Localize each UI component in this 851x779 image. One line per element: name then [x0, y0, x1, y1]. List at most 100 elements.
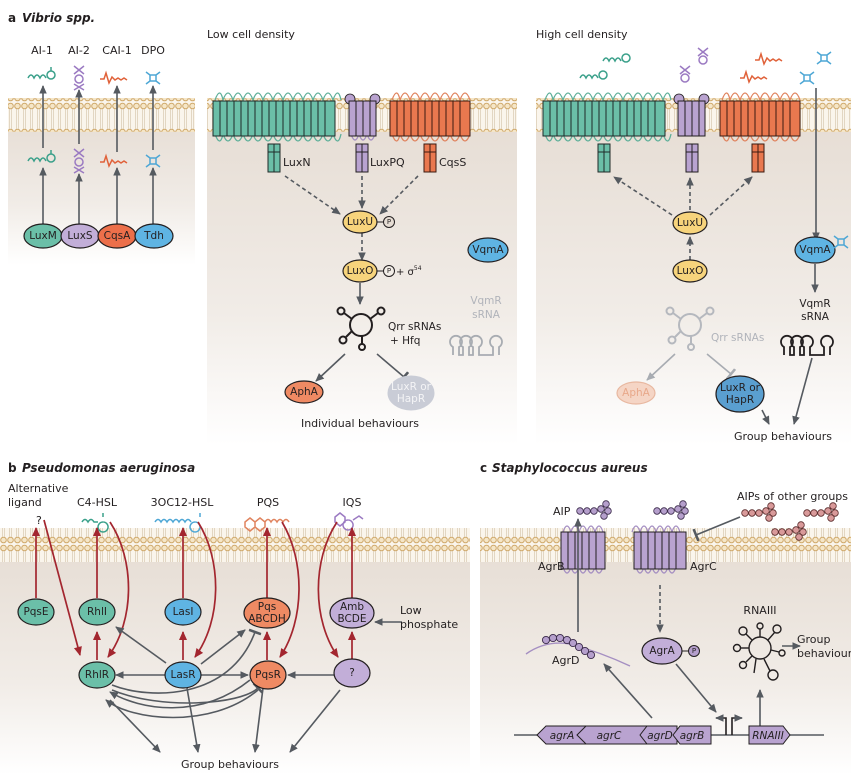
ai2-molecule-icon [697, 47, 709, 65]
phosphate-icon [383, 265, 395, 277]
promoter-activation-arrow [675, 663, 717, 713]
alt-ligand-label: ligand [8, 496, 42, 509]
cytoplasm [0, 545, 470, 775]
cai1-molecule-icon [100, 70, 128, 86]
amb-line1: Amb [340, 601, 364, 613]
agrc-label: AgrC [690, 560, 717, 573]
binding-arrow [194, 521, 217, 658]
panel-a-letter: a [8, 11, 16, 25]
luxo-node [672, 259, 708, 283]
ai1-molecule-icon [27, 67, 56, 80]
panel-c-letter: c [480, 461, 487, 475]
low-density-title: Low cell density [207, 28, 295, 41]
luxr-hapr-node-faded [387, 375, 435, 411]
activation-arrow [109, 679, 251, 709]
vqma-label: VqmA [472, 244, 504, 256]
dpo-molecule-icon [816, 51, 832, 65]
dpo-molecule-icon [799, 71, 815, 85]
vqma-node [794, 236, 836, 264]
other-aip-molecule-icon [741, 502, 777, 522]
tdh-node [134, 223, 174, 249]
qrr-label-faded: Qrr sRNAs [711, 332, 764, 344]
other-aips-label: AIPs of other groups [737, 490, 848, 503]
binding-arrow [107, 521, 130, 658]
dpo-molecule-icon [145, 154, 161, 168]
low-cell-density-subpanel: Low cell density LuxN LuxPQ [207, 28, 517, 445]
alt-ligand-label: Alternative [8, 482, 69, 495]
rnaiii-gene [748, 725, 791, 745]
cai1-molecule-icon [740, 69, 768, 85]
pqs-label: PQS [257, 496, 279, 509]
qrr-srna-icon [336, 306, 386, 351]
ai1-molecule-icon [602, 53, 631, 63]
apha-label: AphA [290, 386, 319, 398]
panel-c-title: Staphylococcus aureus [492, 461, 648, 475]
pqse-label: PqsE [23, 606, 48, 618]
phosphate-icon [688, 645, 700, 657]
qrr-srna-icon-faded [665, 306, 715, 351]
apha-label-faded: AphA [622, 387, 651, 399]
alt-ligand-question: ? [36, 514, 42, 527]
vqmr-srna-hairpin-icon [449, 334, 503, 356]
panel-b-letter: b [8, 461, 17, 475]
group-behaviours-label: Group behaviours [181, 758, 279, 771]
apha-node [284, 380, 324, 404]
repression-line [376, 353, 410, 383]
sigma54-label: + σ54 [396, 265, 422, 278]
aip-molecule-icon [653, 500, 689, 520]
agrb-gene-label: agrB [680, 730, 705, 742]
ai1-molecule-icon [579, 70, 608, 80]
c4-hsl-molecule-icon [81, 513, 109, 533]
hapr-label: HapR [726, 394, 754, 406]
lasi-node [164, 598, 202, 626]
bidirectional-promoter-icon [715, 714, 743, 735]
translation-arrow [603, 663, 653, 719]
synthase-subpanel: AI-1 AI-2 CAI-1 DPO [8, 44, 195, 265]
repression-line-faded [706, 353, 737, 380]
activation-arrow [115, 626, 167, 664]
pqse-node [17, 598, 55, 626]
rnaiii-structure-icon [732, 622, 786, 681]
phosphate-icon [383, 216, 395, 228]
cai1-molecule-icon [755, 51, 783, 67]
luxpq-receptor [673, 93, 710, 173]
rhli-node [78, 598, 116, 626]
luxo-label: LuxO [347, 265, 374, 277]
activation-arrow [315, 353, 346, 382]
luxr-hapr-node [715, 375, 765, 413]
other-aip-molecule-icon [803, 502, 839, 522]
reverse-phosphotransfer-arrow [613, 176, 673, 216]
group-behaviours-label: behaviours [797, 647, 851, 660]
agrd-beads [541, 633, 596, 660]
luxr-label: LuxR or [391, 381, 432, 393]
agra-label: AgrA [649, 645, 675, 657]
activation-arrow [186, 687, 201, 753]
binding-arrow [279, 521, 300, 658]
signal-label: DPO [141, 44, 165, 57]
agrb-gene [672, 725, 712, 745]
iqs-molecule-icon [334, 512, 364, 531]
agrd-gene-label: agrD [647, 730, 673, 742]
individual-behaviours-label: Individual behaviours [301, 417, 419, 430]
unknown-receptor-node [333, 658, 371, 688]
luxpq-label: LuxPQ [370, 156, 405, 169]
iqs-label: IQS [343, 496, 362, 509]
binding-arrow [43, 519, 82, 656]
rhlr-label: RhlR [85, 669, 109, 681]
membrane [8, 98, 195, 132]
lasr-node [164, 661, 202, 689]
agrc-receptor [631, 525, 687, 574]
high-cell-density-subpanel: High cell density [536, 28, 851, 445]
amb-line2: BCDE [337, 613, 366, 625]
ai2-molecule-icon [73, 65, 85, 91]
pqsabcdh-node [243, 597, 291, 629]
activation-arrow [761, 409, 770, 425]
luxn-receptor [542, 92, 672, 173]
ai2-molecule-icon [73, 148, 85, 174]
srna-label: sRNA [472, 309, 501, 321]
rhlr-node [78, 661, 116, 689]
agrb-transporter [560, 525, 606, 574]
pqsr-node [249, 660, 287, 690]
group-behaviours-label: Group [797, 633, 831, 646]
cqss-label: CqsS [439, 156, 466, 169]
